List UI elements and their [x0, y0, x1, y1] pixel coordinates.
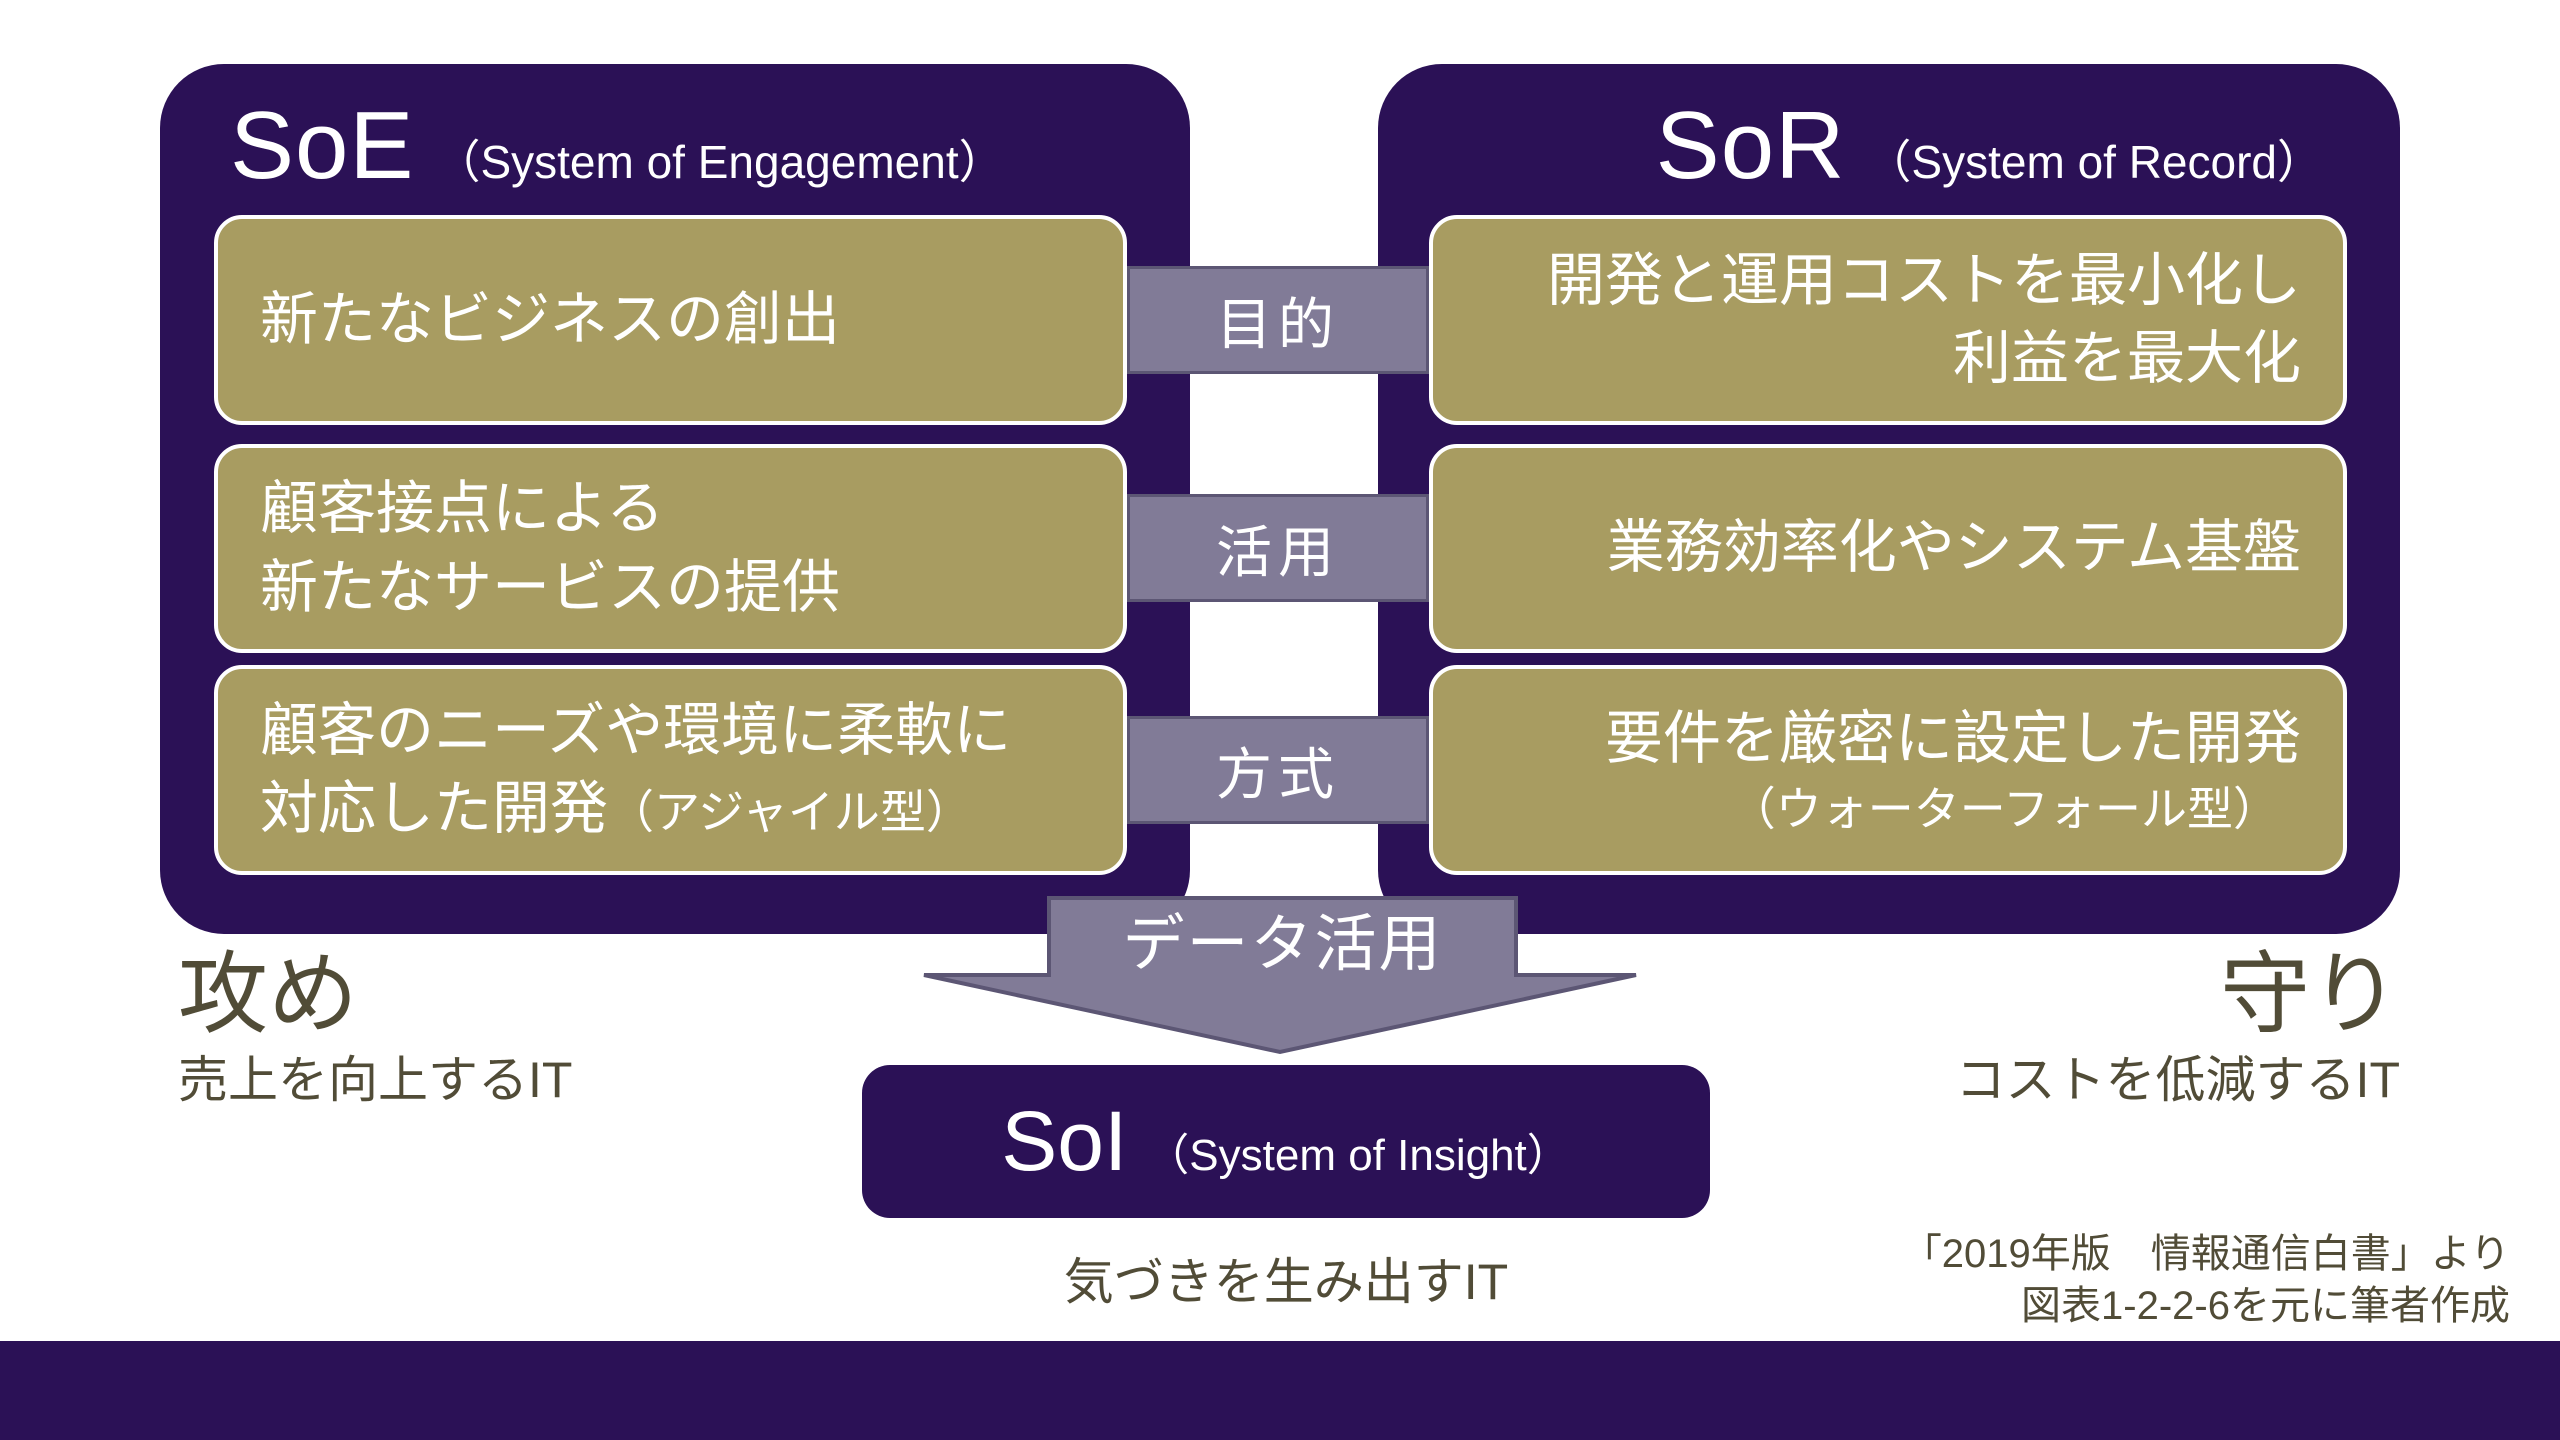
attribution: 「2019年版 情報通信白書」より 図表1-2-2-6を元に筆者作成 — [1902, 1228, 2510, 1332]
data-utilization-arrow-icon — [923, 896, 1637, 1055]
sor-purpose-line1: 開発と運用コストを最小化し — [1546, 247, 2301, 313]
connector-method-label: 方式 — [1216, 742, 1340, 806]
soe-method-box: 顧客のニーズや環境に柔軟に 対応した開発（アジャイル型） — [214, 665, 1127, 875]
sor-acronym: SoR — [1655, 92, 1846, 199]
offense-caption: 攻め 売上を向上するIT — [178, 948, 572, 1118]
sor-method-line2-paren: （ウォーターフォール型） — [1729, 783, 2279, 836]
data-utilization-label: データ活用 — [1122, 910, 1443, 979]
soe-title: SoE （System of Engagement） — [230, 98, 1005, 194]
soe-method-line2: 対応した開発（アジャイル型） — [260, 770, 1081, 848]
soe-title-paren: （System of Engagement） — [434, 136, 1005, 188]
sor-method-box: 要件を厳密に設定した開発 （ウォーターフォール型） — [1429, 665, 2347, 875]
defense-title: 守り — [2220, 945, 2400, 1045]
connector-method: 方式 — [1127, 716, 1429, 824]
soe-acronym: SoE — [230, 92, 415, 199]
connector-purpose-label: 目的 — [1216, 292, 1340, 356]
sor-purpose-box: 開発と運用コストを最小化し 利益を最大化 — [1429, 215, 2347, 425]
soe-usage-line2: 新たなサービスの提供 — [260, 554, 841, 620]
sor-usage-box: 業務効率化やシステム基盤 — [1429, 444, 2347, 653]
connector-purpose: 目的 — [1127, 266, 1429, 374]
attribution-line1: 「2019年版 情報通信白書」より — [1901, 1232, 2510, 1276]
defense-caption: 守り コストを低減するIT — [1956, 948, 2400, 1118]
soi-box: SoI （System of Insight） — [862, 1065, 1710, 1218]
soi-caption: 気づきを生み出すIT — [1063, 1254, 1509, 1310]
defense-subtitle: コストを低減するIT — [1955, 1051, 2400, 1108]
soi-acronym: SoI — [1001, 1094, 1128, 1188]
sor-title-paren: （System of Record） — [1865, 136, 2323, 188]
soe-usage-box: 顧客接点による 新たなサービスの提供 — [214, 444, 1127, 653]
sor-purpose-line2: 利益を最大化 — [1952, 326, 2301, 391]
soe-method-line2-paren: （アジャイル型） — [608, 786, 972, 838]
soi-title-paren: （System of Insight） — [1145, 1131, 1571, 1180]
sor-usage-text: 業務効率化やシステム基盤 — [1606, 515, 2301, 581]
attribution-line2: 図表1-2-2-6を元に筆者作成 — [2021, 1284, 2510, 1328]
connector-usage: 活用 — [1127, 494, 1429, 602]
sor-method-line1: 要件を厳密に設定した開発 — [1604, 705, 2301, 771]
soe-purpose-box: 新たなビジネスの創出 — [214, 215, 1127, 425]
offense-title: 攻め — [178, 945, 358, 1045]
soe-purpose-text: 新たなビジネスの創出 — [260, 286, 841, 352]
bottom-band — [0, 1341, 2560, 1440]
sor-title: SoR （System of Record） — [1656, 98, 2323, 194]
soe-usage-line1: 顧客接点による — [260, 476, 665, 542]
connector-usage-label: 活用 — [1216, 520, 1340, 584]
soe-method-line1: 顧客のニーズや環境に柔軟に — [260, 697, 1012, 763]
soe-method-line2-main: 対応した開発 — [260, 776, 609, 841]
offense-subtitle: 売上を向上するIT — [178, 1051, 573, 1108]
